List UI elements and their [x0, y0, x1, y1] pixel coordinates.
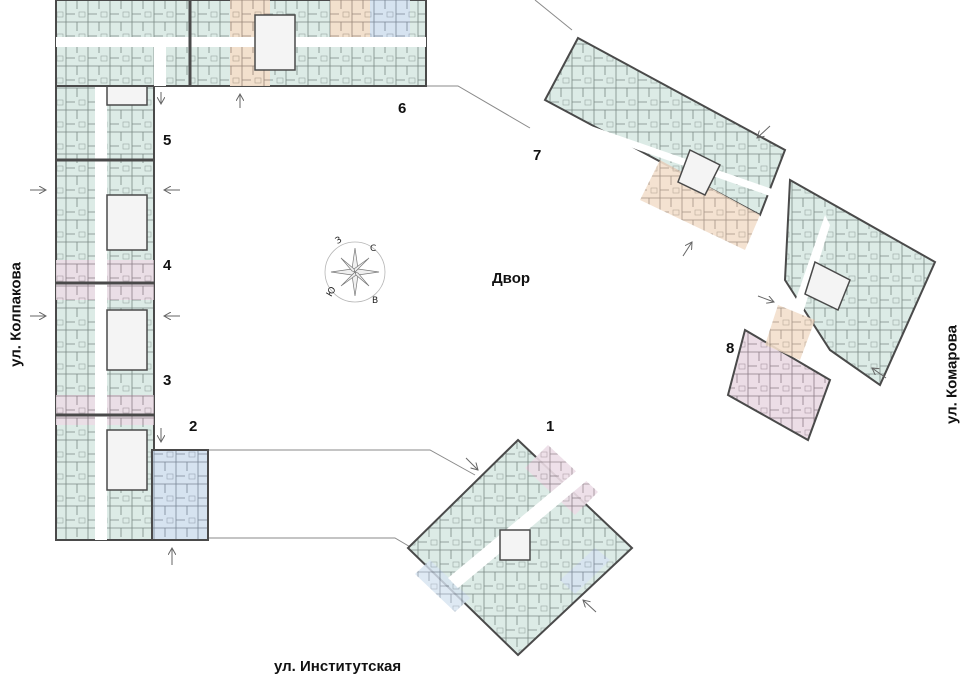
- section-number-5: 5: [163, 132, 172, 149]
- entrance-arrows: [30, 92, 887, 613]
- compass-rose: [324, 241, 386, 303]
- building-top-wing: [55, 0, 427, 87]
- entrance-arrow: [757, 295, 774, 302]
- section-number-7: 7: [533, 147, 542, 164]
- entrance-arrow: [757, 125, 771, 138]
- building-right-wing: [543, 36, 937, 442]
- street-label-bottom: ул. Институтская: [274, 658, 402, 675]
- entrance-arrow: [465, 457, 478, 470]
- compass-north-label: С: [370, 244, 377, 254]
- courtyard-label: Двор: [492, 270, 531, 287]
- entrance-arrow: [872, 368, 887, 379]
- street-label-right: ул. Комарова: [943, 324, 961, 425]
- section-number-6: 6: [398, 100, 407, 117]
- entrance-arrow: [682, 242, 692, 257]
- section-number-1: 1: [546, 418, 555, 435]
- entrance-arrow: [583, 600, 597, 613]
- section-number-3: 3: [163, 372, 172, 389]
- section-number-2: 2: [189, 418, 198, 435]
- building-left-wing: [55, 9, 209, 541]
- section-number-4: 4: [163, 257, 172, 274]
- compass-east-label: В: [372, 296, 379, 306]
- street-label-left: ул. Колпакова: [7, 262, 25, 367]
- building-section-1: [406, 438, 634, 657]
- section-number-8: 8: [726, 340, 735, 357]
